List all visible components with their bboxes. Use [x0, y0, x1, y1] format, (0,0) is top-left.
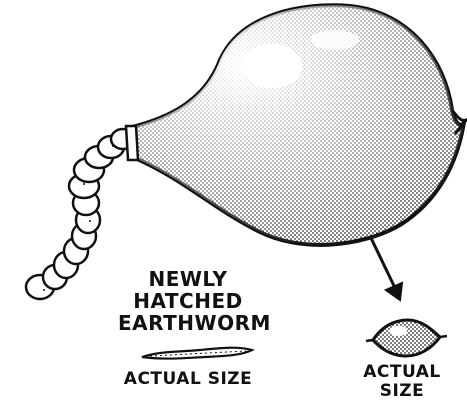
cocoon-size-line2: SIZE [352, 382, 452, 401]
cocoon-size-line1: ACTUAL [352, 363, 452, 382]
hatchling-title-line3: EARTHWORM [118, 312, 258, 334]
highlight-spot [242, 44, 302, 88]
hatchling-earthworm [142, 348, 252, 359]
hatchling-title: NEWLY HATCHED EARTHWORM [118, 268, 258, 334]
arrow [371, 238, 402, 300]
hatchling-title-line1: NEWLY [118, 268, 258, 290]
hatchling-size-caption: ACTUAL SIZE [108, 369, 268, 389]
hatchling-title-line2: HATCHED [118, 290, 258, 312]
cocoon-size-caption: ACTUAL SIZE [352, 363, 452, 401]
cocoon-body [126, 5, 466, 245]
small-cocoon [366, 320, 447, 356]
